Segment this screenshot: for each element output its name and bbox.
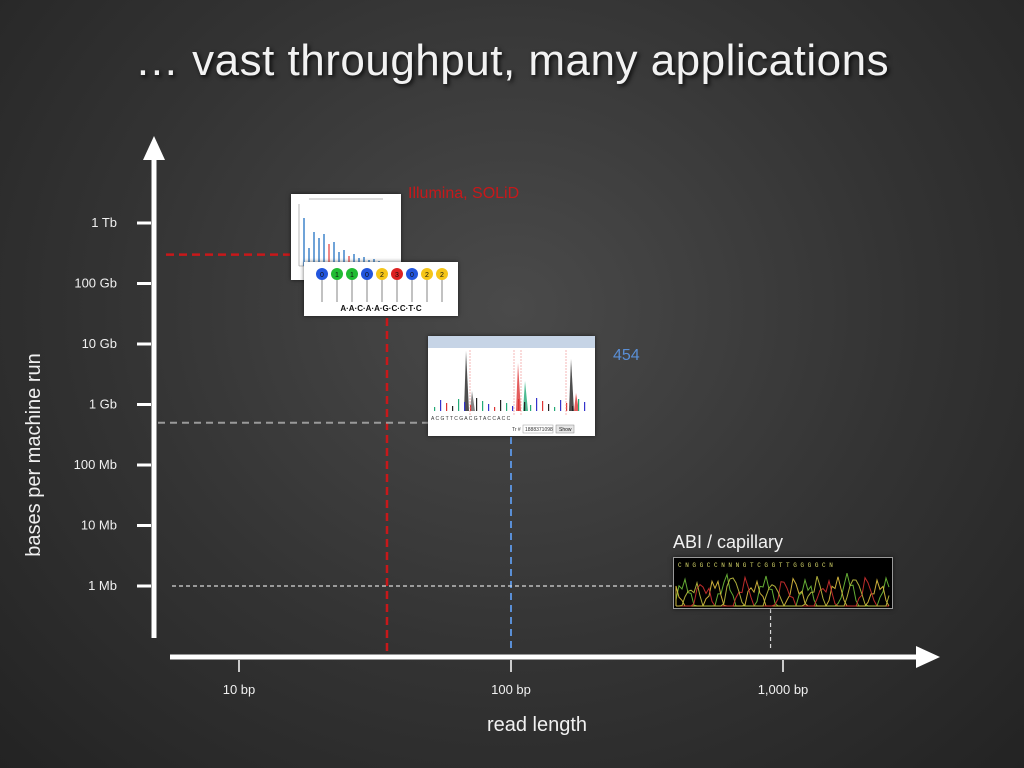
454-flowgram-image: A C G T T C G A C G T A C C A C C Tr # 1…	[428, 336, 595, 436]
histogram-bar	[343, 250, 345, 266]
solid-color-circle	[376, 268, 388, 280]
x-axis-arrow	[916, 646, 940, 668]
flowgram-bar	[542, 401, 544, 411]
solid-color-number: 3	[395, 272, 399, 279]
flowgram-bar	[554, 407, 556, 411]
flowgram-bar	[470, 405, 472, 411]
flowgram-peak	[569, 359, 574, 411]
solid-color-circle	[331, 268, 343, 280]
flowgram-peak	[464, 351, 469, 411]
histogram-bar	[328, 244, 330, 266]
x-tick-label: 1,000 bp	[758, 682, 809, 697]
series-label-454: 454	[613, 347, 640, 364]
histogram-bar	[323, 234, 325, 266]
solid-color-number: 2	[380, 272, 384, 279]
solid-color-number: 0	[320, 272, 324, 279]
flowgram-bar	[518, 399, 520, 411]
454-tr-value: 1888371098	[525, 427, 553, 433]
454-tr-label: Tr #	[512, 427, 521, 433]
abi-trace-image: C N G G C C N N N G T C G G T T G G G G …	[673, 557, 893, 609]
flowgram-bar	[572, 406, 574, 411]
flowgram-bar	[530, 405, 532, 411]
y-tick-label: 100 Mb	[74, 457, 117, 472]
flowgram-bar	[512, 406, 514, 411]
histogram-bar	[353, 254, 355, 266]
flowgram-bar	[482, 401, 484, 411]
x-tick-label: 100 bp	[491, 682, 531, 697]
x-tick-label: 10 bp	[223, 682, 256, 697]
solid-color-circle	[346, 268, 358, 280]
y-axis-label: bases per machine run	[23, 353, 45, 556]
flowgram-peak	[574, 393, 579, 411]
solid-color-number: 1	[335, 272, 339, 279]
solid-color-number: 0	[410, 272, 414, 279]
solid-color-number: 2	[440, 272, 444, 279]
y-tick-label: 1 Tb	[91, 215, 117, 230]
histogram-bar	[303, 218, 305, 266]
series-label-abi: ABI / capillary	[673, 532, 783, 552]
abi-trace-line	[676, 575, 889, 607]
histogram-bar	[338, 252, 340, 266]
y-tick-label: 1 Gb	[89, 397, 117, 412]
flowgram-bar	[440, 400, 442, 411]
flowgram-bar	[458, 399, 460, 411]
histogram-bar	[348, 256, 350, 266]
histogram-bar	[333, 242, 335, 266]
solid-color-circle	[391, 268, 403, 280]
solid-color-circle	[316, 268, 328, 280]
flowgram-bar	[566, 403, 568, 411]
flowgram-bar	[446, 403, 448, 411]
flowgram-bar	[494, 407, 496, 411]
flowgram-bar	[536, 398, 538, 411]
y-tick-label: 1 Mb	[88, 578, 117, 593]
flowgram-bar	[578, 399, 580, 411]
abi-trace-line	[676, 576, 890, 607]
flowgram-bar	[524, 402, 526, 411]
solid-color-number: 2	[425, 272, 429, 279]
flowgram-peak	[516, 363, 521, 411]
solid-colorspace-image: 0 1 1 0 2 3 0 2 2 A·A·C·A·A·G·C·C·T·C	[304, 262, 458, 316]
flowgram-bar	[500, 400, 502, 411]
y-tick-label: 100 Gb	[74, 276, 117, 291]
series-label-illumina: Illumina, SOLiD	[408, 185, 519, 202]
y-axis-arrow	[143, 136, 165, 160]
histogram-bar	[363, 257, 365, 266]
histogram-bar	[318, 238, 320, 266]
x-axis-label: read length	[487, 714, 587, 736]
y-tick-label: 10 Gb	[82, 336, 117, 351]
histogram-bar	[308, 248, 310, 266]
flowgram-bar	[506, 403, 508, 411]
flowgram-bar	[560, 400, 562, 411]
flowgram-bar	[488, 404, 490, 411]
454-show-button: Show	[559, 427, 572, 433]
flowgram-bar	[476, 398, 478, 411]
flowgram-bar	[584, 402, 586, 411]
solid-color-circle	[406, 268, 418, 280]
solid-base-sequence: A·A·C·A·A·G·C·C·T·C	[340, 304, 422, 313]
solid-color-circle	[421, 268, 433, 280]
flowgram-bar	[434, 407, 436, 411]
solid-color-circle	[361, 268, 373, 280]
454-base-sequence: A C G T T C G A C G T A C C A C C	[431, 416, 511, 422]
solid-color-number: 0	[365, 272, 369, 279]
flowgram-bar	[452, 406, 454, 411]
solid-color-circle	[436, 268, 448, 280]
flowgram-bar	[464, 402, 466, 411]
y-tick-label: 10 Mb	[81, 518, 117, 533]
slide-title: … vast throughput, many applications	[134, 36, 890, 85]
solid-color-number: 1	[350, 272, 354, 279]
histogram-bar	[313, 232, 315, 266]
flowgram-peak	[470, 391, 475, 411]
flowgram-bar	[548, 404, 550, 411]
abi-base-sequence: C N G G C C N N N G T C G G T T G G G G …	[678, 562, 833, 569]
